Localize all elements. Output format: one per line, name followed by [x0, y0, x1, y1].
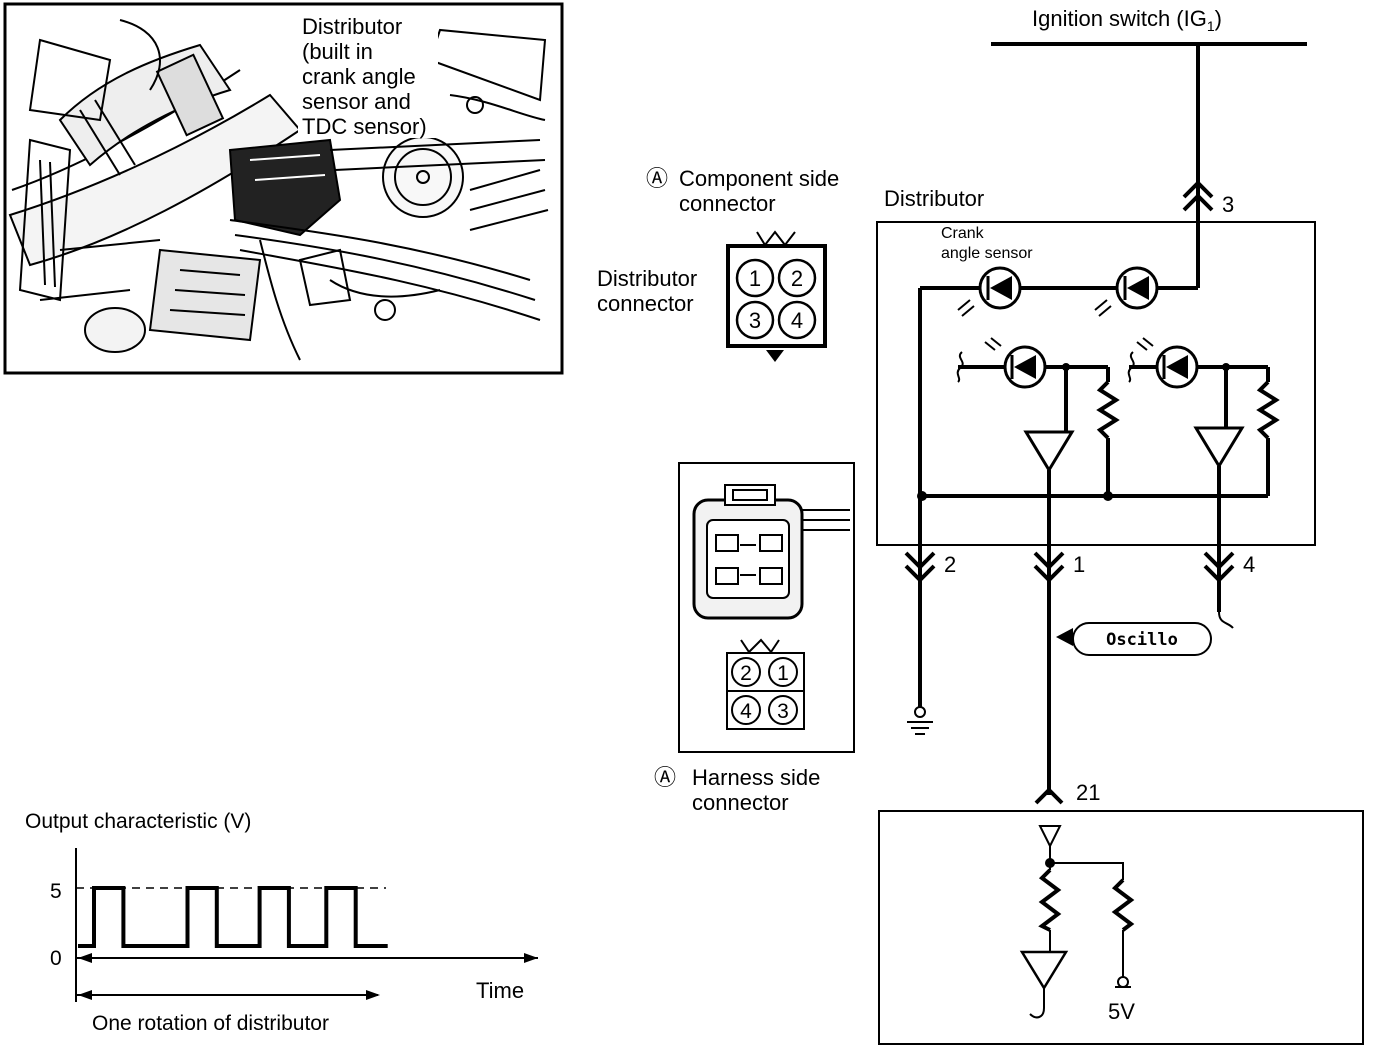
buffer-1 [1023, 430, 1075, 473]
connector-pin-3: 3 [735, 300, 775, 340]
distributor-box-label: Distributor [884, 186, 984, 211]
pullup-wire [1050, 862, 1124, 880]
ytick-0: 0 [50, 947, 62, 970]
led-2 [1094, 266, 1159, 317]
harness-plug-illustration [692, 484, 850, 620]
engine-illustration [8, 19, 549, 361]
ignition-switch-label: Ignition switch (IG1) [1032, 6, 1222, 34]
harness-top-key [740, 638, 780, 654]
harness-pin-4 [731, 695, 761, 725]
waveform-pulse [94, 888, 123, 946]
resistor-1 [1096, 380, 1120, 440]
harness-pin-1 [768, 657, 798, 687]
waveform-pulse [187, 888, 216, 946]
harness-pin-1-label: 1 [777, 662, 789, 685]
buffer-2 [1193, 426, 1245, 469]
led-1-emission-icon [957, 299, 975, 317]
connector-pin-2: 2 [777, 258, 817, 298]
terminal-1-chevron [1033, 551, 1065, 583]
circuit-schematic: Ignition switch (IG1) 3 Distributor Cran… [876, 6, 1364, 1045]
terminal-1-label: 1 [1073, 552, 1085, 577]
terminal-4-chevron [1203, 551, 1235, 583]
control-unit-box [878, 810, 1364, 1045]
supply-terminal-icon [1117, 976, 1129, 988]
component-caption-line-2: connector [679, 191, 776, 216]
ecu-output-buffer [1019, 950, 1069, 991]
component-side-connector: Ⓐ Component side connector Distributor c… [597, 166, 839, 362]
chart-xlabel: Time [476, 978, 524, 1003]
harness-caption-line-2: connector [692, 790, 789, 815]
led-1 [957, 266, 1022, 317]
photodiode-2 [1127, 337, 1268, 389]
x-axis-arrow-icon [524, 953, 538, 963]
harness-pin-4-label: 4 [740, 700, 752, 723]
callout-line-3: crank angle [302, 64, 416, 89]
crank-angle-sensor-label: Crank angle sensor [941, 225, 1033, 262]
distributor-box [876, 221, 1316, 546]
rotation-left-arrow-icon [78, 990, 92, 1000]
connector-pin-1: 1 [735, 258, 775, 298]
harness-marker: Ⓐ [654, 765, 676, 790]
rotation-right-arrow-icon [366, 990, 380, 1000]
terminal-21-chevron [1034, 787, 1064, 805]
terminal-2-chevron [904, 551, 936, 583]
harness-pin-2 [731, 657, 761, 687]
chart-title: Output characteristic (V) [25, 810, 251, 833]
ytick-5: 5 [50, 880, 62, 903]
terminal-2-label: 2 [944, 552, 956, 577]
callout-line-1: Distributor [302, 14, 402, 39]
component-caption-line-1: Component side [679, 166, 839, 191]
engine-photo-panel: Distributor (built in crank angle sensor… [3, 2, 564, 375]
ecu-resistor-2 [1111, 878, 1135, 932]
pin-4-label: 4 [791, 308, 803, 333]
connector-pin-4: 4 [777, 300, 817, 340]
connector-top-key [756, 230, 796, 247]
callout-backdrop [298, 14, 438, 138]
pin-2-label: 2 [791, 266, 803, 291]
input-buffer-symbol [1038, 825, 1062, 849]
terminal-4-label: 4 [1243, 552, 1255, 577]
ecu-output-lead [1029, 988, 1045, 1019]
output-4-open-end [1218, 611, 1234, 629]
junction-dot-ground [917, 491, 927, 501]
oscillo-label: Oscillo [1106, 630, 1178, 650]
waveform-pulse [326, 888, 355, 946]
callout-line-2: (built in [302, 39, 373, 64]
harness-pin-3-label: 3 [777, 700, 789, 723]
distributor-connector-label-1: Distributor [597, 266, 697, 291]
resistor-2 [1256, 380, 1280, 440]
component-marker: Ⓐ [646, 166, 668, 191]
callout-line-5: TDC sensor) [302, 114, 427, 139]
callout-line-4: sensor and [302, 89, 411, 114]
distributor-callout: Distributor (built in crank angle sensor… [302, 14, 427, 139]
harness-pin-3 [768, 695, 798, 725]
harness-side-connector: 2 1 4 3 Ⓐ Harness side connector [654, 462, 855, 815]
ecu-resistor-1 [1038, 868, 1062, 932]
waveform-pulse [260, 888, 289, 946]
terminal-3-label: 3 [1222, 192, 1234, 217]
supply-voltage-label: 5V [1108, 999, 1135, 1024]
oscillo-probe-badge [1072, 622, 1212, 656]
photodiode-1 [956, 337, 1108, 389]
pulse-waveform [78, 886, 388, 948]
terminal-21-label: 21 [1076, 780, 1100, 805]
ground-symbol-icon [907, 706, 933, 735]
terminal-3-chevron [1182, 180, 1214, 212]
harness-caption-line-1: Harness side [692, 765, 820, 790]
distributor-connector-label-2: connector [597, 291, 694, 316]
output-chart: Output characteristic (V) 5 0 Time One r… [25, 810, 538, 1035]
led-2-emission-icon [1094, 299, 1112, 317]
rotation-annotation: One rotation of distributor [92, 1012, 329, 1035]
oscillo-probe-arrow-icon [1056, 628, 1073, 646]
harness-pin-2-label: 2 [740, 662, 752, 685]
connector-bottom-key [766, 350, 784, 362]
pin-1-label: 1 [749, 266, 761, 291]
pin-3-label: 3 [749, 308, 761, 333]
x-axis-left-arrow-icon [78, 953, 92, 963]
waveform-series-line [78, 886, 388, 948]
